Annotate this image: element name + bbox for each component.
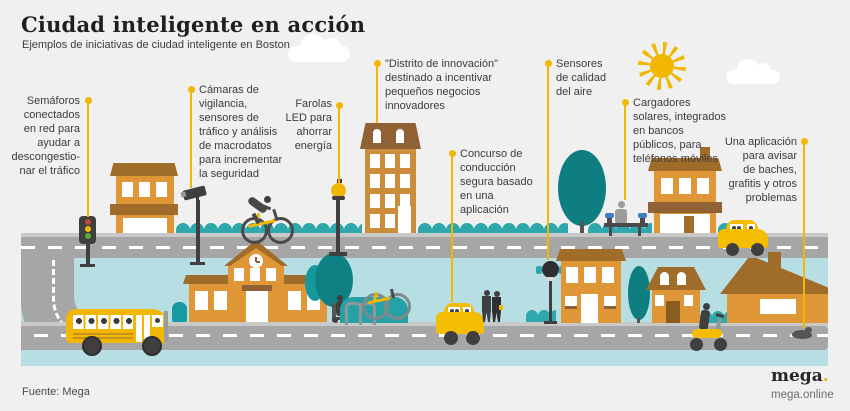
- callout-led-lamps: Farolas LED para ahorrar energía: [285, 98, 332, 153]
- callout-dot: [449, 150, 456, 157]
- callout-cameras: Cámaras de vigilancia, sensores de tráfi…: [199, 84, 283, 181]
- bus-windows-with-kids: [73, 315, 133, 329]
- page-title: Ciudad inteligente en acción: [21, 12, 366, 37]
- callout-innovation-district: "Distrito de innovación" destinado a inc…: [385, 58, 498, 113]
- callout-air-quality: Sensores de calidad del aire: [556, 58, 607, 99]
- callout-dot: [188, 86, 195, 93]
- callout-dot: [336, 102, 343, 109]
- mega-logo-text: mega: [771, 366, 823, 386]
- mega-logo: mega.: [771, 366, 829, 386]
- callout-dot: [374, 60, 381, 67]
- dumpster: [172, 302, 187, 322]
- callout-line: [547, 66, 549, 260]
- callout-line: [376, 66, 378, 123]
- callout-dot: [85, 97, 92, 104]
- callout-dot: [622, 99, 629, 106]
- callout-line: [87, 103, 89, 217]
- mega-logo-dot: .: [822, 366, 829, 386]
- callout-line: [451, 156, 453, 302]
- callout-line: [803, 144, 805, 328]
- page-subtitle: Ejemplos de iniciativas de ciudad inteli…: [22, 39, 290, 51]
- callout-report-app: Una aplicación para avisar de baches, gr…: [724, 136, 797, 205]
- callout-dot: [801, 138, 808, 145]
- source-note: Fuente: Mega: [22, 386, 90, 398]
- callout-driving-contest: Concurso de conducción segura basado en …: [460, 148, 533, 217]
- site-url: mega.online: [771, 389, 834, 401]
- callout-dot: [545, 60, 552, 67]
- callout-line: [624, 105, 626, 200]
- lane-marking: [21, 246, 828, 249]
- callout-traffic-lights: Semáforos conectados en red para ayudar …: [11, 95, 81, 178]
- bag-icon: [499, 305, 503, 310]
- lane-marking: [34, 334, 828, 337]
- callout-line: [190, 92, 192, 188]
- bush: [526, 310, 556, 322]
- charger-icon: [638, 213, 647, 218]
- callout-line: [338, 108, 340, 184]
- callout-solar-chargers: Cargadores solares, integrados en bancos…: [633, 97, 726, 166]
- charger-icon: [605, 213, 614, 218]
